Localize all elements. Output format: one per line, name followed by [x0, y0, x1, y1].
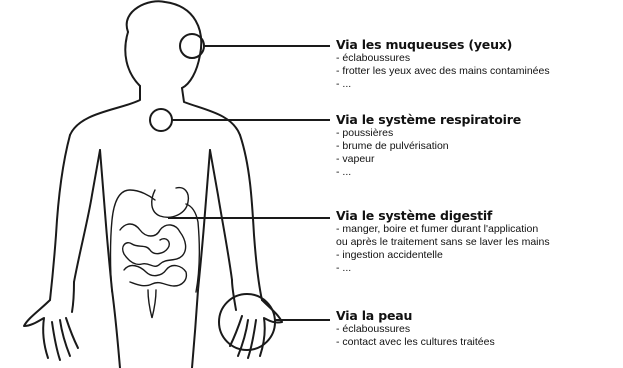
route-item: - ... [336, 166, 623, 179]
route-title: Via le système digestif [336, 208, 623, 223]
route-respiratory: Via le système respiratoire - poussières… [336, 112, 623, 179]
route-item: - ... [336, 78, 623, 91]
body-left-arm-inner [74, 150, 100, 282]
route-item: - ingestion accidentelle [336, 249, 623, 262]
route-item: - manger, boire et fumer durant l'applic… [336, 223, 623, 236]
route-item: - vapeur [336, 153, 623, 166]
route-item: - ... [336, 262, 623, 275]
route-item: ou après le traitement sans se laver les… [336, 236, 623, 249]
body-neck-right [182, 88, 240, 135]
route-item: - éclaboussures [336, 323, 623, 336]
rectum [148, 290, 156, 318]
body-torso-right [198, 150, 210, 290]
body-neck-left [70, 86, 140, 135]
route-item: - frotter les yeux avec des mains contam… [336, 65, 623, 78]
body-face-left [125, 32, 140, 86]
route-item: - contact avec les cultures traitées [336, 336, 623, 349]
body-left-arm-outer [50, 135, 70, 300]
body-right-arm-inner [210, 150, 232, 280]
route-item: - éclaboussures [336, 52, 623, 65]
body-head [127, 1, 202, 88]
route-eyes: Via les muqueuses (yeux) - éclaboussures… [336, 37, 623, 91]
route-item: - poussières [336, 127, 623, 140]
small-intestine [120, 224, 186, 286]
route-title: Via la peau [336, 308, 623, 323]
stomach [152, 188, 189, 218]
route-title: Via les muqueuses (yeux) [336, 37, 623, 52]
route-skin: Via la peau - éclaboussures - contact av… [336, 308, 623, 349]
route-digestive: Via le système digestif - manger, boire … [336, 208, 623, 275]
respiratory-callout-circle [150, 109, 172, 131]
route-title: Via le système respiratoire [336, 112, 623, 127]
route-item: - brume de pulvérisation [336, 140, 623, 153]
